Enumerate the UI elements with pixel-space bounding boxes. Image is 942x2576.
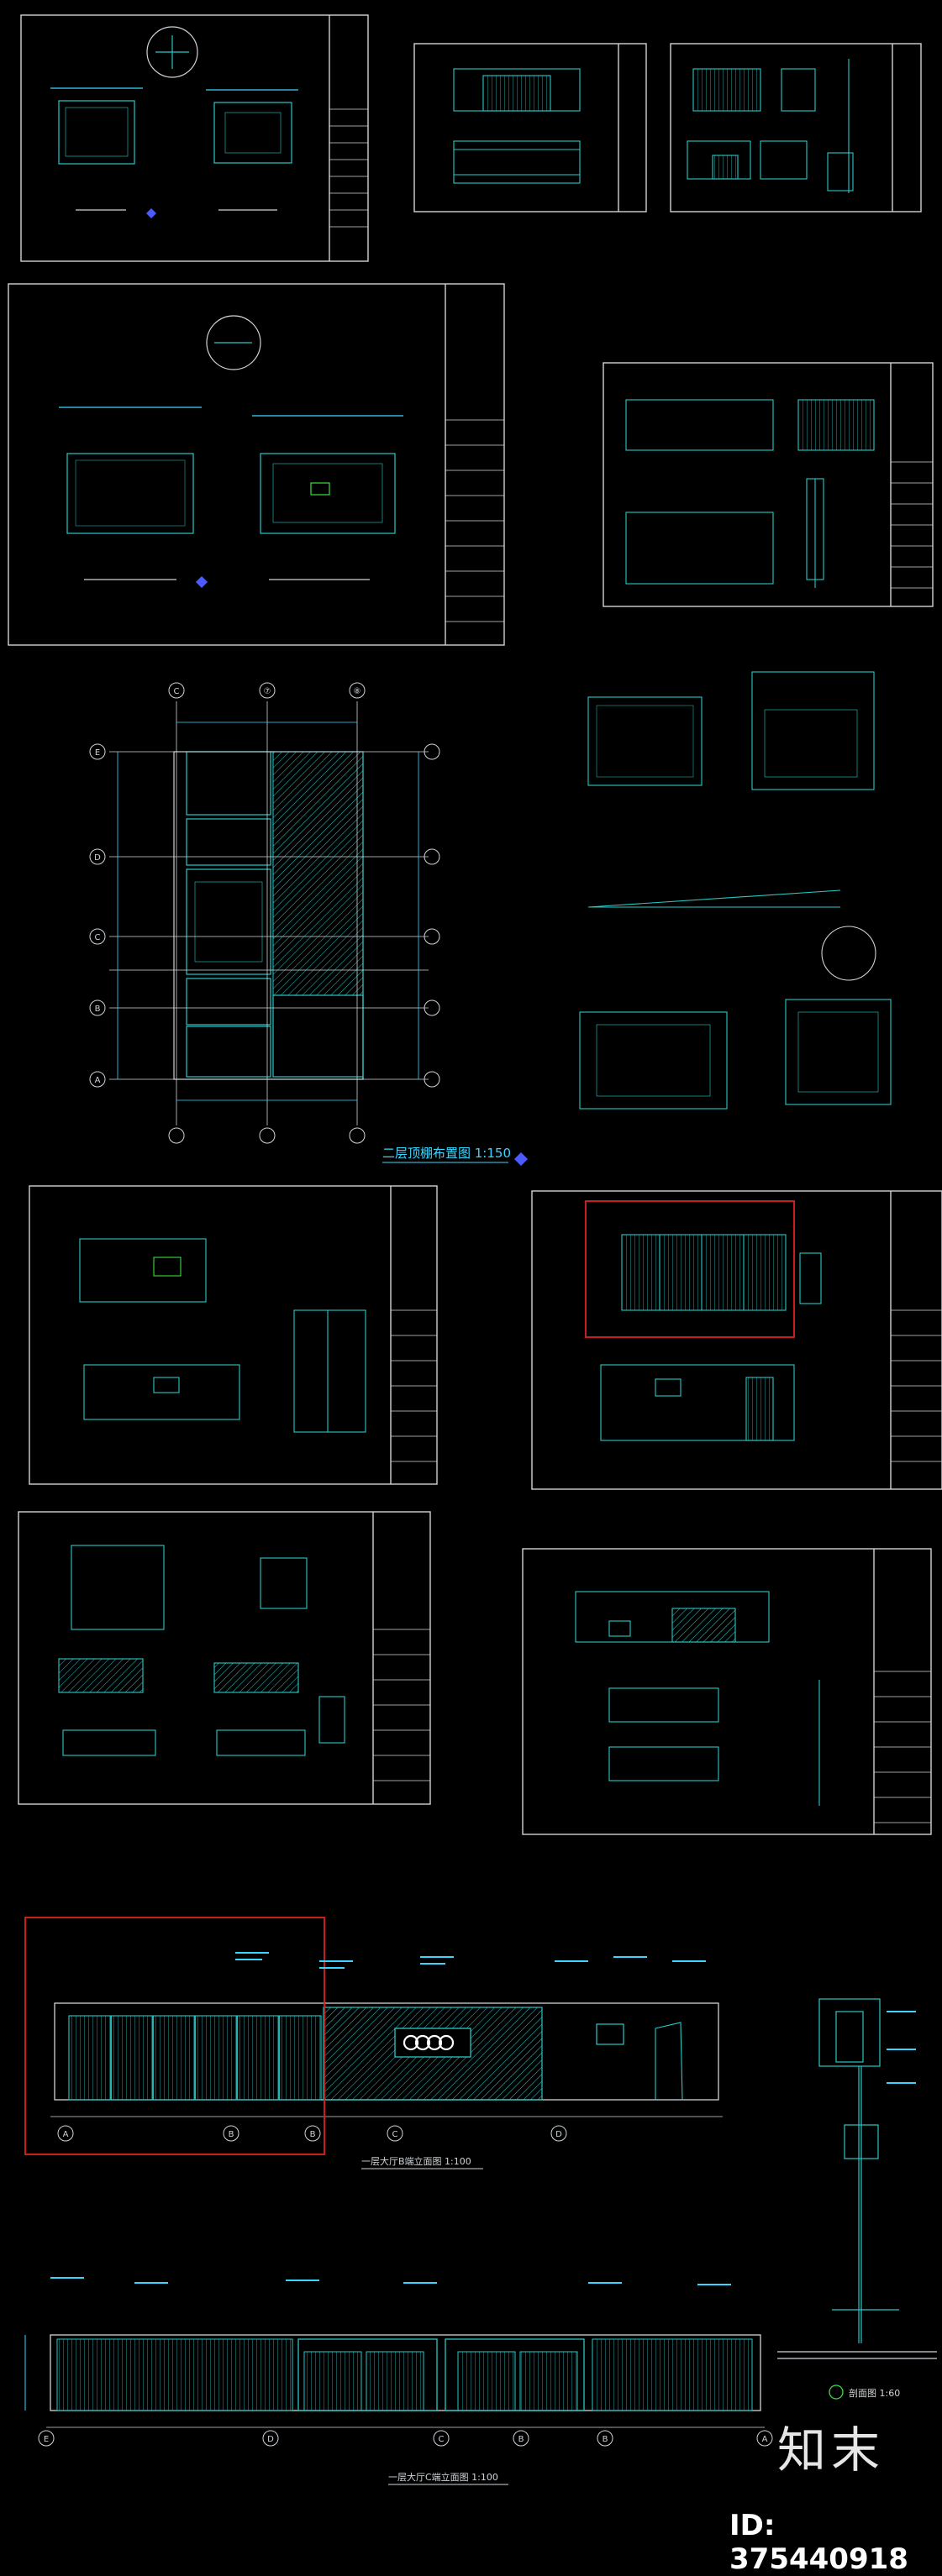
- lobby-elevation-c: E D C B B A 一层大厅C端立面图 1:100: [24, 2334, 773, 2485]
- axis-label: C: [95, 933, 101, 942]
- axis-label: ⑦: [264, 687, 271, 696]
- section-title: 剖面图 1:60: [829, 2385, 900, 2400]
- axis-label: ⑧: [354, 687, 361, 696]
- axis-label: D: [267, 2435, 274, 2444]
- lobby-south-title: 一层大厅B端立面图 1:100: [361, 2155, 471, 2167]
- axis-label: B: [518, 2435, 524, 2444]
- right-detail-plans: [579, 671, 892, 1110]
- dimension-callouts: [50, 1952, 916, 2285]
- brand-logo-rings: [403, 2034, 455, 2051]
- highlight-box: [585, 1200, 795, 1338]
- axis-label: C: [439, 2435, 445, 2444]
- axis-label: B: [603, 2435, 608, 2444]
- marker-icon: [146, 208, 156, 218]
- sheet-9: [575, 1591, 820, 1806]
- axis-label: B: [95, 1005, 101, 1014]
- sheet-2-elevations: [453, 68, 581, 184]
- axis-label: A: [95, 1076, 101, 1085]
- marker-icon: [196, 576, 208, 588]
- svg-text:剖面图 1:60: 剖面图 1:60: [849, 2387, 900, 2399]
- lobby-east-title: 一层大厅C端立面图 1:100: [388, 2471, 498, 2483]
- axis-label: E: [95, 748, 100, 758]
- sheet-5-elevations: [625, 399, 875, 588]
- sheet-4-plans: [59, 315, 403, 580]
- marker-icon: [514, 1152, 528, 1166]
- sheet-7: [600, 1234, 822, 1441]
- sheet-1-plans: [50, 26, 298, 211]
- axis-label: C: [174, 687, 180, 696]
- lobby-elevation-b: A B B C D 一层大厅B端立面图 1:100: [50, 2002, 723, 2169]
- ceiling-plan-title: 二层顶棚布置图 1:150: [382, 1146, 511, 1161]
- axis-label: D: [94, 853, 101, 863]
- watermark-id: ID: 375440918: [729, 2509, 908, 2576]
- title-blocks: [329, 108, 942, 1823]
- sheet-8: [58, 1545, 345, 1756]
- axis-label: B: [310, 2130, 316, 2139]
- sheet-3-elevations: [687, 59, 854, 193]
- axis-label: D: [555, 2130, 562, 2139]
- axis-label: C: [392, 2130, 398, 2139]
- axis-label: E: [44, 2435, 49, 2444]
- sheet-6: [79, 1238, 366, 1433]
- highlight-box: [24, 1917, 325, 2155]
- watermark-logo: 知末: [777, 2421, 886, 2479]
- axis-label: B: [229, 2130, 234, 2139]
- section-detail: [777, 1998, 937, 2359]
- axis-label: A: [63, 2130, 69, 2139]
- ceiling-plan: C ⑦ ⑧ E D C B A 二层顶棚布置图 1:150: [89, 682, 528, 1166]
- sheet-frame-1: [8, 14, 942, 1835]
- axis-label: A: [762, 2435, 768, 2444]
